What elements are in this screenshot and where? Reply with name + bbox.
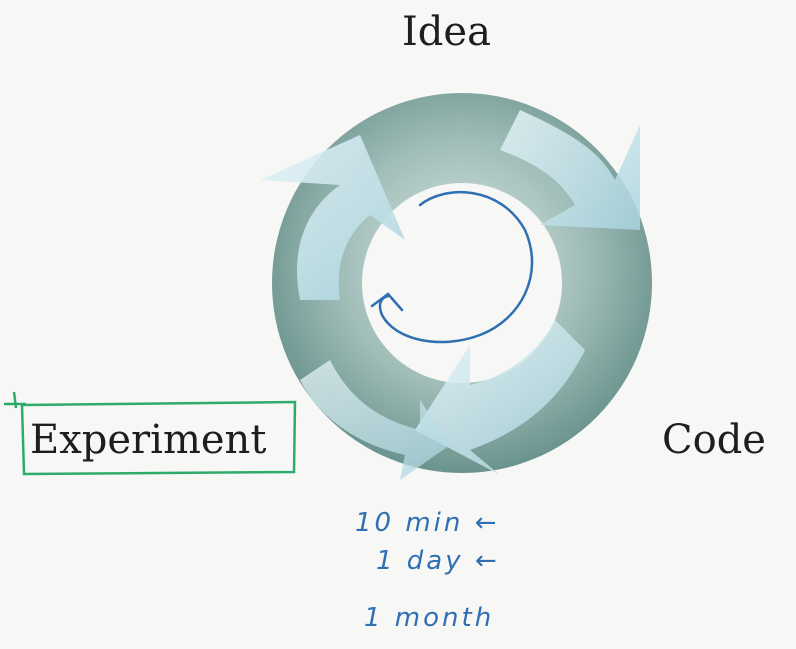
cycle-arrow-bottom-left [300, 360, 450, 480]
time-annotation-1-day: 1 day ← [376, 546, 500, 576]
inner-loop-arrow [378, 190, 534, 344]
time-annotation-1-month: 1 month [364, 603, 495, 633]
inner-loop-arrowhead [370, 292, 404, 312]
node-code-label: Code [662, 417, 766, 463]
node-experiment-label: Experiment [30, 417, 267, 463]
cycle-arrow-top-left [260, 135, 405, 300]
experiment-highlight-box [4, 391, 297, 476]
cycle-arrow-bottom-right [415, 320, 585, 475]
cycle-arrow-top-right [500, 110, 640, 230]
time-annotation-10-min: 10 min ← [355, 508, 500, 538]
node-idea-label: Idea [402, 9, 491, 55]
